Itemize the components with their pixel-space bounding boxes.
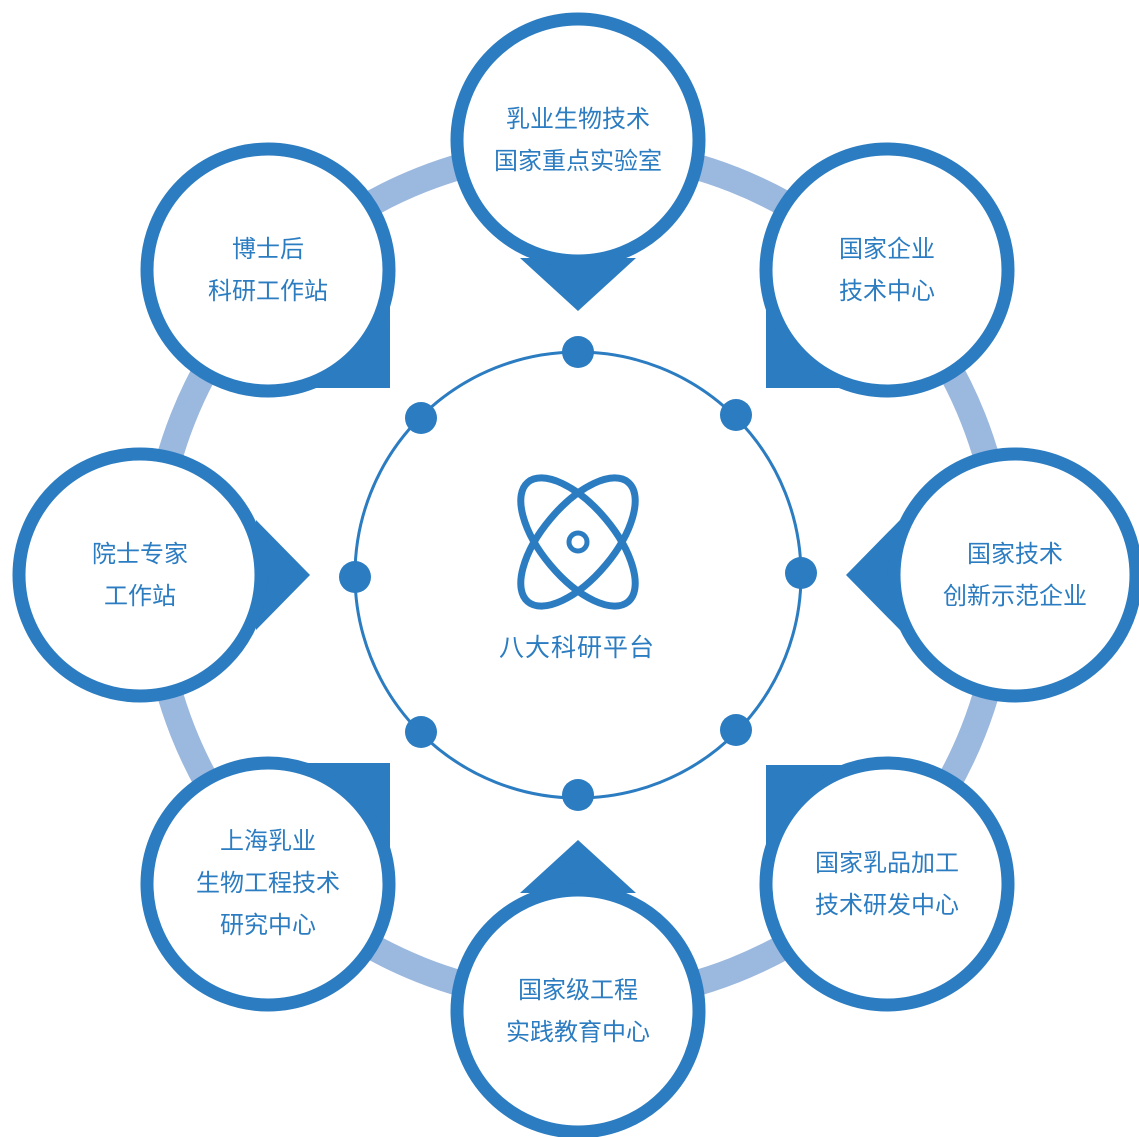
node-circle-top-left	[140, 142, 396, 398]
node-label-line: 实践教育中心	[506, 1018, 650, 1046]
node-label-line: 乳业生物技术	[506, 105, 650, 133]
atom-nucleus	[566, 530, 590, 554]
node-label-bottom: 国家级工程 实践教育中心	[478, 969, 678, 1053]
node-circle-bottom-left	[140, 756, 396, 1012]
pointer-bottom	[520, 840, 636, 893]
node-label-line: 研究中心	[220, 911, 316, 939]
node-label-line: 国家级工程	[518, 976, 638, 1004]
node-label-line: 国家重点实验室	[494, 147, 662, 175]
atom-icon	[517, 474, 639, 610]
inner-dot	[562, 779, 594, 811]
center-title: 八大科研平台	[498, 633, 655, 662]
inner-dot	[405, 716, 437, 748]
node-label-line: 院士专家	[92, 540, 188, 568]
node-label-right: 国家技术 创新示范企业	[915, 533, 1115, 617]
inner-dot	[720, 399, 752, 431]
pointer-right	[846, 520, 900, 630]
node-label-line: 博士后	[232, 235, 304, 263]
node-circle-right	[887, 447, 1139, 703]
atom-orbit	[517, 474, 639, 610]
node-label-line: 工作站	[104, 582, 176, 610]
node-label-top-right: 国家企业 技术中心	[787, 228, 987, 312]
inner-dot	[339, 561, 371, 593]
node-circle-top-right	[759, 142, 1015, 398]
node-circles	[12, 12, 1139, 1137]
node-label-top: 乳业生物技术 国家重点实验室	[478, 98, 678, 182]
node-circle-left	[12, 447, 268, 703]
node-label-line: 技术研发中心	[815, 891, 959, 919]
node-label-line: 科研工作站	[208, 277, 328, 305]
node-circle-top	[450, 12, 706, 268]
pointer-top	[520, 258, 636, 311]
inner-dot	[405, 402, 437, 434]
node-label-left: 院士专家 工作站	[40, 533, 240, 617]
atom-orbit	[517, 474, 639, 610]
pointer-left	[256, 520, 310, 630]
inner-dot	[562, 336, 594, 368]
node-label-line: 生物工程技术	[196, 869, 340, 897]
node-label-line: 国家乳品加工	[815, 849, 959, 877]
inner-dot	[720, 714, 752, 746]
node-label-line: 上海乳业	[220, 827, 316, 855]
node-label-line: 国家企业	[839, 235, 935, 263]
node-circle-bottom-right	[759, 756, 1015, 1012]
inner-dots	[339, 336, 817, 811]
node-label-top-left: 博士后 科研工作站	[168, 228, 368, 312]
node-label-bottom-right: 国家乳品加工 技术研发中心	[787, 842, 987, 926]
node-label-line: 技术中心	[839, 277, 935, 305]
node-label-line: 创新示范企业	[943, 582, 1087, 610]
node-label-bottom-left: 上海乳业 生物工程技术 研究中心	[168, 820, 368, 946]
inner-dot	[785, 557, 817, 589]
node-circle-bottom	[450, 883, 706, 1137]
node-label-line: 国家技术	[967, 540, 1063, 568]
